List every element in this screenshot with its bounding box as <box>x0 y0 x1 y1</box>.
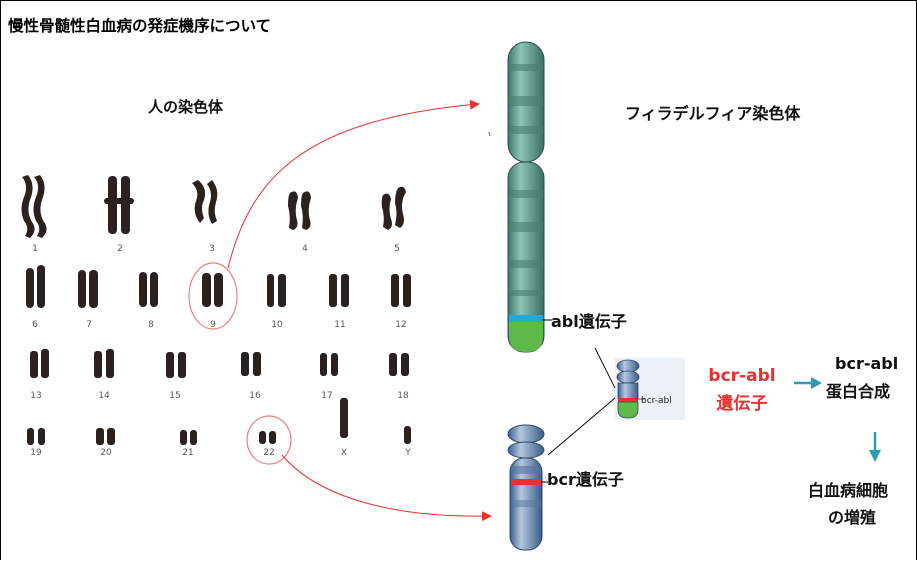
karyotype-number: 7 <box>86 320 92 330</box>
abl-gene-band <box>509 315 543 322</box>
chromosome-pair-19 <box>27 428 45 445</box>
fused-chromosome <box>615 358 685 420</box>
karyotype-number: 3 <box>209 244 215 254</box>
karyotype-number: 6 <box>32 320 38 330</box>
fusion-protein-label: bcr-abl 蛋白合成 <box>826 350 917 406</box>
karyotype-number: 17 <box>321 391 333 401</box>
human-chromosomes-label: 人の染色体 <box>148 98 224 116</box>
karyotype-number: X <box>340 448 348 458</box>
fusion-gene-line2: 遺伝子 <box>716 394 768 414</box>
chromosome-pair-14 <box>94 349 114 378</box>
chromosome-x <box>340 398 348 438</box>
karyotype-number: 15 <box>169 391 181 401</box>
karyotype-number: 16 <box>249 391 261 401</box>
chromosome-9-large <box>507 41 545 353</box>
fused-chromosome-label: bcr-abl <box>641 396 672 406</box>
arrow-chr22-to-bcr <box>281 454 492 522</box>
chromosome-pair-7 <box>78 270 98 308</box>
arrow-chr9-to-ph <box>227 99 480 269</box>
connector-abl <box>594 347 616 389</box>
chromosome-pair-6 <box>26 265 45 308</box>
chromosome-pair-9 <box>202 273 223 307</box>
highlight-circle-9 <box>188 262 238 330</box>
karyotype-number: 5 <box>394 244 400 254</box>
bcr-gene-label: bcr遺伝子 <box>547 470 624 489</box>
karyotype-number: 22 <box>263 448 275 458</box>
chromosome-pair-18 <box>389 353 409 376</box>
karyotype-number: 13 <box>30 391 42 401</box>
chromosome-pair-13 <box>30 349 49 378</box>
karyotype-number: 18 <box>397 391 409 401</box>
karyotype-number: Y <box>405 448 411 458</box>
chromosome-y <box>404 426 411 444</box>
karyotype-number: 20 <box>100 448 112 458</box>
karyotype-number: 19 <box>30 448 42 458</box>
red-tick <box>488 131 491 137</box>
karyotype-number: 10 <box>271 320 283 330</box>
karyotype-number: 2 <box>117 244 123 254</box>
leukemia-proliferation-label: 白血病細胞 の増殖 <box>806 477 917 531</box>
karyotype-number: 4 <box>302 244 308 254</box>
chromosome-pair-20 <box>96 428 115 445</box>
chromosome-pair-11 <box>329 274 349 307</box>
karyotype-number: 11 <box>334 320 346 330</box>
chromosome-pair-1 <box>21 175 47 238</box>
page-title: 慢性骨髄性白血病の発症機序について <box>8 17 272 35</box>
proliferation-line1: 白血病細胞 <box>808 481 889 500</box>
karyotype-number: 14 <box>98 391 110 401</box>
fusion-gene-line1: bcr-abl <box>708 366 776 386</box>
teal-arrow-down-icon <box>869 432 881 462</box>
proliferation-line2: の増殖 <box>828 508 877 527</box>
chromosome-pair-15 <box>166 352 186 378</box>
chromosome-pair-22 <box>259 431 276 444</box>
chromosome-pair-3 <box>192 180 218 224</box>
chromosome-pair-16 <box>241 352 261 376</box>
chromosome-pair-5 <box>381 186 406 230</box>
chromosome-pair-21 <box>180 430 197 445</box>
teal-arrow-right-icon <box>794 377 822 389</box>
bcr-gene-band <box>511 479 541 485</box>
karyotype-number: 12 <box>395 320 407 330</box>
chromosome-pair-10 <box>267 274 286 307</box>
chromosome-pair-17 <box>320 353 338 376</box>
karyotype-number: 9 <box>210 320 216 330</box>
fusion-gene-label: bcr-abl 遺伝子 <box>697 362 787 418</box>
karyotype-number: 8 <box>148 320 154 330</box>
philadelphia-chromosome-label: フィラデルフィア染色体 <box>625 104 801 123</box>
highlight-circle-22 <box>246 415 292 465</box>
chromosome-22-philadelphia <box>507 424 545 551</box>
chromosome-pair-8 <box>139 272 158 307</box>
fusion-protein-line1: bcr-abl <box>835 354 899 373</box>
chromosome-pair-12 <box>391 274 411 307</box>
fusion-protein-line2: 蛋白合成 <box>826 382 891 401</box>
karyotype-number: 1 <box>32 244 38 254</box>
karyotype-number: 21 <box>182 448 194 458</box>
abl-gene-label: abl遺伝子 <box>551 312 627 331</box>
connector-bcr <box>547 397 616 456</box>
chromosome-pair-2 <box>104 176 134 234</box>
karyotype <box>21 175 411 445</box>
chromosome-pair-4 <box>288 191 311 230</box>
